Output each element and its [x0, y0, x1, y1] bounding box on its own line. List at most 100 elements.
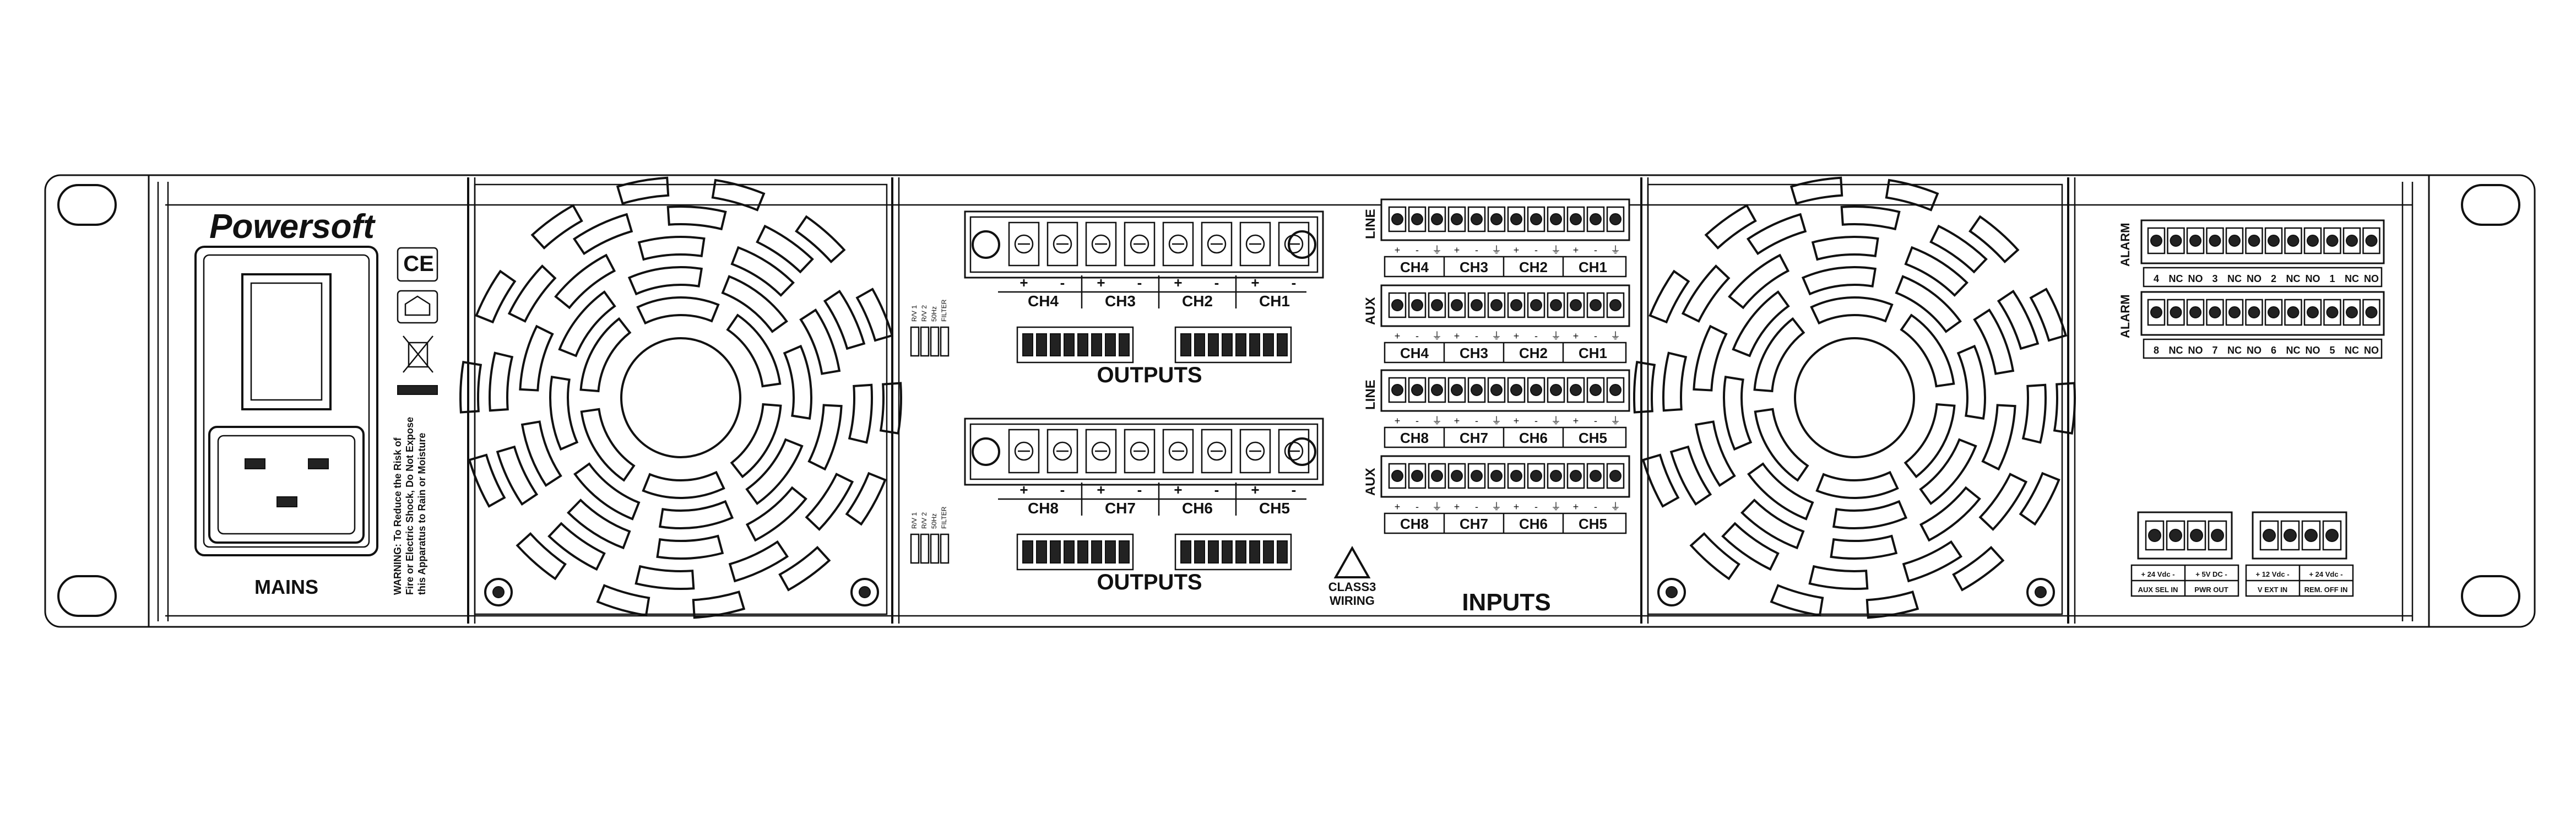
alarm-pin	[2268, 306, 2280, 318]
input-pin-sign: +	[1573, 331, 1579, 342]
input-pin	[1471, 213, 1483, 225]
input-pin	[1451, 470, 1463, 482]
pin-header-pin	[1263, 333, 1274, 356]
fan-slot	[823, 289, 866, 350]
output-channel-label: CH6	[1182, 500, 1213, 517]
input-pin	[1391, 299, 1403, 311]
input-channel-label: CH4	[1400, 345, 1429, 361]
pin-header-pin	[1277, 540, 1288, 564]
input-pin-sign: -	[1534, 501, 1538, 512]
output-channel-label: CH5	[1259, 500, 1290, 517]
input-pin	[1411, 470, 1423, 482]
output-terminal	[1239, 429, 1271, 474]
alarm-pin	[2170, 306, 2182, 318]
alarm-pin-cell	[2303, 227, 2322, 254]
polarity-minus: -	[1214, 274, 1219, 291]
input-pin-cell	[1606, 206, 1625, 232]
alarm-contact-label: 1	[2329, 273, 2335, 284]
pin-header-pin	[1235, 333, 1246, 356]
input-pin-cell	[1606, 377, 1625, 403]
fan-slot	[616, 176, 670, 205]
input-channel-label: CH3	[1460, 345, 1488, 361]
alarm-pin-cell	[2225, 299, 2244, 326]
alarm-pin	[2365, 306, 2378, 318]
fan-slot	[636, 296, 720, 325]
rack-mount-hole	[57, 184, 117, 226]
pin-header-pin	[1077, 540, 1088, 564]
gpio-pin	[2148, 529, 2161, 542]
alarm-pin-cell	[2186, 227, 2205, 254]
fan-slot	[1721, 522, 1780, 571]
fan-slot	[1732, 290, 1790, 357]
input-pin-sign: ⏚	[1492, 415, 1501, 426]
input-pin	[1451, 299, 1463, 311]
input-pin-cell	[1428, 206, 1446, 232]
input-pin-sign: -	[1416, 501, 1419, 512]
input-pin	[1411, 213, 1423, 225]
input-pin	[1590, 299, 1602, 311]
input-pin	[1471, 470, 1483, 482]
polarity-plus: +	[1019, 481, 1028, 498]
pin-header-pin	[1064, 540, 1075, 564]
weee-bin-icon	[408, 342, 429, 368]
fan-slot	[1904, 246, 1968, 297]
fan-slot	[567, 499, 631, 550]
input-pin-cell	[1507, 206, 1526, 232]
polarity-minus: -	[1137, 481, 1142, 498]
channel-label-strip	[1384, 342, 1627, 364]
input-pin-cell	[1467, 292, 1486, 318]
alarm-contact-strip	[2143, 267, 2383, 288]
alarm-pin	[2268, 235, 2280, 247]
fan-slot	[658, 500, 734, 529]
input-pin-cell	[1408, 377, 1427, 403]
warning-line-1: WARNING: To Reduce the Risk of	[392, 437, 403, 595]
fan-slot	[1681, 264, 1731, 323]
fan-slot	[627, 266, 703, 296]
output-terminal	[1046, 221, 1078, 267]
fan-slot	[489, 351, 514, 412]
polarity-plus: +	[1251, 481, 1259, 498]
input-channel-label: CH3	[1460, 259, 1488, 275]
fan-slot	[1815, 470, 1899, 499]
power-switch-rocker	[250, 282, 323, 401]
alarm-pin	[2346, 306, 2358, 318]
fan-slot	[637, 236, 706, 261]
fan-slot	[1808, 565, 1869, 590]
mains-module	[194, 246, 378, 556]
pin-header-pin	[1194, 540, 1205, 564]
gpio-pin-cell	[2280, 520, 2300, 551]
input-pin	[1570, 299, 1582, 311]
input-pin	[1431, 384, 1443, 396]
input-pin	[1550, 470, 1562, 482]
alarm-pin	[2326, 306, 2339, 318]
fan-panel-right	[1647, 183, 2063, 615]
input-pin-sign: +	[1395, 415, 1401, 426]
fan-slot	[1919, 486, 1981, 542]
fan-panel-left	[474, 183, 888, 615]
house-icon	[404, 295, 431, 316]
pin-header-pin	[1050, 333, 1061, 356]
input-pin	[1570, 384, 1582, 396]
power-switch	[241, 273, 332, 410]
fan-slot	[855, 288, 894, 342]
output-terminal-screw	[1207, 234, 1227, 254]
gpio-voltage-label: + 12 Vdc -	[2255, 570, 2289, 578]
class3-wiring-label: WIRING	[1330, 594, 1375, 608]
alarm-pin	[2209, 235, 2221, 247]
alarm-pin-cell	[2147, 227, 2166, 254]
input-pin-cell	[1527, 206, 1545, 232]
fan-slot	[1902, 540, 1963, 583]
alarm-pin-cell	[2342, 299, 2361, 326]
input-side-label: LINE	[1363, 209, 1378, 239]
pin-header	[1174, 533, 1292, 571]
fan-slot	[711, 178, 766, 212]
pin-header-pin	[1036, 540, 1047, 564]
fan-slot	[642, 470, 725, 499]
pin-header-pin	[1091, 540, 1102, 564]
input-pin-cell	[1507, 463, 1526, 489]
pin-header-pin	[1180, 540, 1191, 564]
dip-switch	[930, 326, 940, 357]
input-pin-cell	[1388, 292, 1407, 318]
